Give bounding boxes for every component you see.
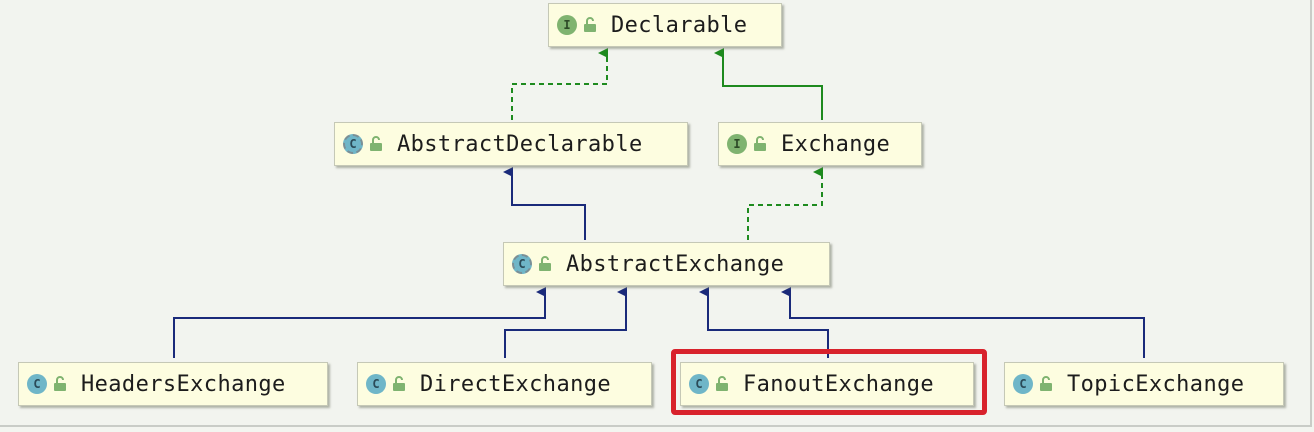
class-icon: C [27, 374, 47, 394]
node-label: HeadersExchange [81, 371, 286, 397]
edge-directexchange-abstractexchange [504, 287, 627, 358]
edge-abstractexchange-abstractdeclarable [503, 167, 586, 240]
node-direct-exchange[interactable]: C DirectExchange [357, 362, 652, 406]
interface-icon: I [557, 15, 577, 35]
unlock-icon [393, 376, 405, 391]
abstract-class-icon: C [512, 254, 532, 274]
unlock-icon [1040, 376, 1052, 391]
edge-topicexchange-abstractexchange [781, 287, 1145, 358]
unlock-icon [370, 136, 382, 151]
unlock-icon [716, 376, 728, 391]
class-icon: C [366, 374, 386, 394]
edge-exchange-declarable [714, 48, 823, 120]
node-abstract-declarable[interactable]: C AbstractDeclarable [334, 122, 688, 166]
node-label: FanoutExchange [743, 371, 935, 397]
edge-fanoutexchange-abstractexchange [699, 287, 829, 358]
node-label: AbstractDeclarable [397, 131, 643, 157]
node-abstract-exchange[interactable]: C AbstractExchange [503, 242, 830, 286]
class-icon: C [689, 374, 709, 394]
unlock-icon [584, 17, 596, 32]
node-label: Declarable [611, 12, 748, 38]
node-label: TopicExchange [1067, 371, 1245, 397]
node-headers-exchange[interactable]: C HeadersExchange [18, 362, 328, 406]
node-declarable[interactable]: I Declarable [548, 3, 782, 47]
node-topic-exchange[interactable]: C TopicExchange [1004, 362, 1284, 406]
interface-icon: I [727, 134, 747, 154]
edge-abstractdeclarable-declarable [511, 48, 608, 120]
node-label: DirectExchange [420, 371, 612, 397]
abstract-class-icon: C [343, 134, 363, 154]
class-icon: C [1013, 374, 1033, 394]
node-label: AbstractExchange [566, 251, 785, 277]
edge-headersexchange-abstractexchange [173, 287, 546, 358]
unlock-icon [754, 136, 766, 151]
unlock-icon [54, 376, 66, 391]
node-label: Exchange [781, 131, 891, 157]
fanout-highlight-box [671, 349, 987, 415]
edge-abstractexchange-exchange [747, 167, 823, 240]
unlock-icon [539, 256, 551, 271]
node-exchange[interactable]: I Exchange [718, 122, 922, 166]
node-fanout-exchange[interactable]: C FanoutExchange [680, 362, 974, 406]
